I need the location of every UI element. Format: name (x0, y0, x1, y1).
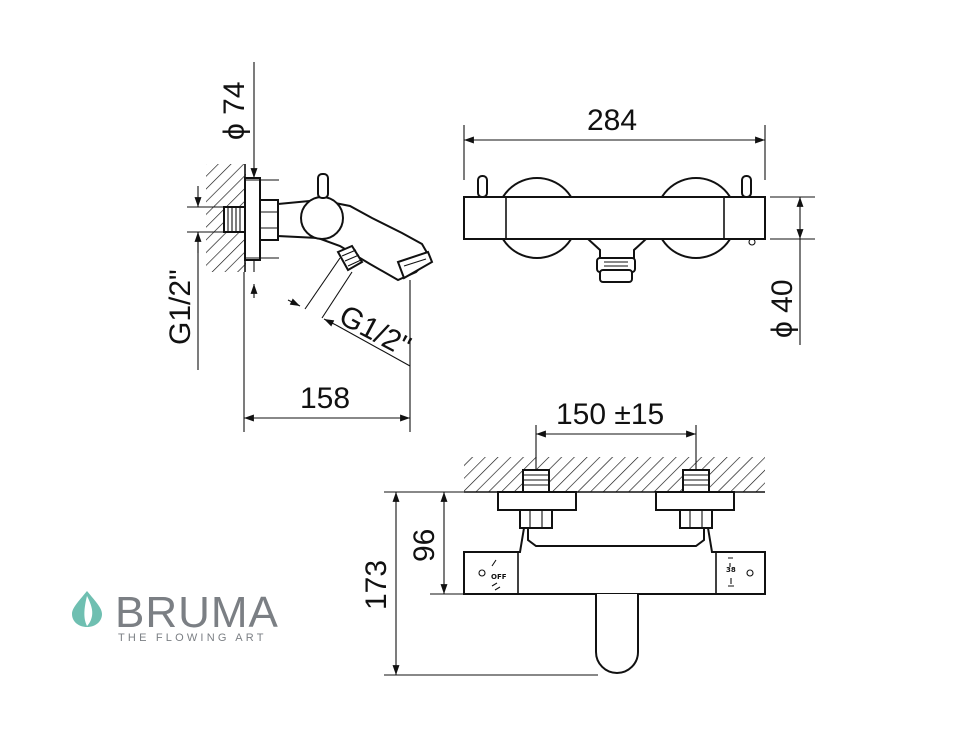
front-view: 284 ϕ 40 (463, 104, 815, 345)
bottom-body (463, 527, 766, 595)
side-diverter-knob (317, 173, 329, 199)
dim-front-width: 284 (587, 104, 637, 137)
bottom-right-flange (655, 491, 735, 511)
dim-side-outlet-thread: G1/2" (334, 299, 416, 364)
side-view: ϕ 74 G1/2" G1/2" 158 (164, 62, 434, 432)
label-off: OFF (491, 573, 507, 581)
dim-bottom-axis-height: 96 (408, 529, 441, 562)
bottom-wall-hatch (464, 457, 765, 492)
brand-name: BRUMA (115, 588, 279, 637)
dim-side-inlet-thread: G1/2" (164, 269, 197, 345)
bottom-right-thread (682, 469, 710, 493)
brand-tagline: THE FLOWING ART (118, 632, 267, 644)
dim-side-flange-diameter: ϕ 74 (218, 81, 251, 140)
dim-front-diameter: ϕ 40 (766, 279, 799, 338)
side-flange (244, 177, 261, 261)
dim-bottom-centers: 150 ±15 (556, 398, 664, 431)
side-inlet-thread (223, 206, 246, 233)
bottom-spout (595, 594, 639, 674)
bruma-logo: BRUMA THE FLOWING ART (72, 588, 279, 644)
bottom-left-flange (497, 491, 577, 511)
dim-side-depth: 158 (300, 382, 350, 415)
drop-icon (72, 591, 102, 627)
dim-bottom-total-height: 173 (360, 560, 393, 610)
label-temp-38: 38 (726, 566, 736, 574)
bottom-view: OFF 38 150 ±15 173 96 (360, 398, 766, 676)
front-body (463, 196, 766, 240)
side-body-round (300, 196, 344, 240)
bottom-left-thread (522, 469, 550, 493)
side-nut (259, 199, 279, 241)
side-shower-outlet (336, 244, 364, 272)
